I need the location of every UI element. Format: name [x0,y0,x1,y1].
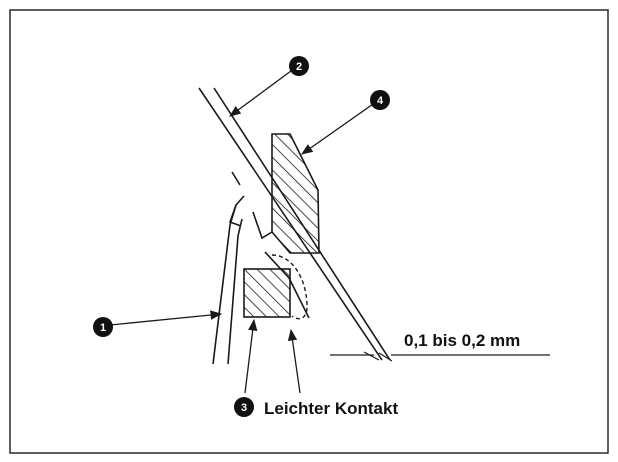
leader-lines [109,67,377,394]
callout-4-number: 4 [377,95,384,107]
hatched-block-part-4 [271,133,320,254]
contact-dashed-outline [271,254,308,320]
hatched-block-part-3 [243,268,291,318]
gap-label: 0,1 bis 0,2 mm [404,331,520,350]
diagram-frame [9,9,609,454]
contact-label: Leichter Kontakt [264,399,398,418]
callout-3: 3 [234,397,254,417]
callout-3-number: 3 [241,402,247,414]
gap-dimension [330,351,550,362]
callout-2-number: 2 [296,61,302,73]
callout-1-number: 1 [100,322,106,334]
callout-2: 2 [289,56,309,76]
callout-1: 1 [93,317,113,337]
callout-4: 4 [370,90,390,110]
